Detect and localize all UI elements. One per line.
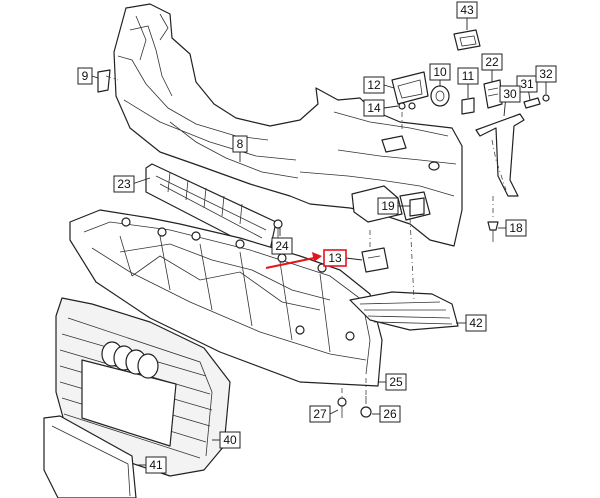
part-19-fixing	[409, 197, 425, 217]
part-41-plate-holder	[43, 415, 137, 498]
part-31-bolt	[523, 97, 541, 109]
svg-text:11: 11	[462, 69, 475, 83]
part-40-front-grille	[55, 297, 231, 477]
label-30: 30	[499, 85, 521, 103]
svg-text:13: 13	[328, 251, 342, 265]
svg-text:9: 9	[82, 69, 89, 83]
label-11: 11	[457, 67, 479, 85]
part-22-bracket	[483, 79, 503, 109]
label-32: 32	[535, 65, 557, 83]
part-30-side-bracket	[475, 113, 525, 197]
label-14: 14	[363, 99, 385, 117]
label-23: 23	[113, 175, 135, 193]
part-14-bolt	[398, 102, 416, 110]
part-12-cover	[391, 71, 429, 105]
svg-text:23: 23	[117, 177, 131, 191]
part-13-cover-clip	[361, 247, 389, 273]
label-27: 27	[309, 405, 331, 423]
part-24-screw	[273, 219, 283, 240]
svg-text:22: 22	[485, 55, 499, 69]
svg-text:32: 32	[539, 67, 553, 81]
label-22: 22	[481, 53, 503, 71]
part-9-clip	[97, 69, 111, 93]
svg-text:10: 10	[433, 65, 447, 79]
svg-text:19: 19	[381, 199, 395, 213]
label-13-highlighted: 13	[323, 249, 347, 267]
label-40: 40	[219, 431, 241, 449]
svg-text:30: 30	[503, 87, 517, 101]
svg-text:43: 43	[460, 3, 474, 17]
label-43: 43	[456, 1, 478, 19]
label-8: 8	[232, 135, 248, 153]
svg-text:18: 18	[509, 221, 523, 235]
svg-text:27: 27	[313, 407, 327, 421]
part-32-bolt	[542, 94, 550, 102]
svg-text:40: 40	[223, 433, 237, 447]
label-26: 26	[379, 405, 401, 423]
label-25: 25	[385, 373, 407, 391]
label-19: 19	[377, 197, 399, 215]
label-41: 41	[145, 456, 167, 474]
svg-text:14: 14	[367, 101, 381, 115]
part-10-washer	[430, 85, 450, 107]
label-42: 42	[465, 314, 487, 332]
part-11-nut	[461, 97, 475, 115]
svg-text:12: 12	[367, 78, 381, 92]
label-18: 18	[505, 219, 527, 237]
svg-text:26: 26	[383, 407, 397, 421]
part-43-trim	[453, 29, 481, 51]
label-12: 12	[363, 76, 385, 94]
svg-text:8: 8	[237, 137, 244, 151]
svg-text:42: 42	[469, 316, 483, 330]
part-26-screw	[360, 396, 372, 418]
label-10: 10	[429, 63, 451, 81]
label-9: 9	[77, 67, 93, 85]
label-31: 31	[516, 75, 538, 93]
part-18-screw	[487, 221, 499, 242]
label-24: 24	[271, 237, 293, 255]
highlight-arrow	[265, 252, 322, 269]
guide-lines	[105, 75, 494, 398]
part-8-strip	[169, 121, 299, 179]
part-42-side-grille	[349, 291, 459, 331]
svg-text:41: 41	[149, 458, 163, 472]
part-27-screw	[337, 397, 347, 418]
svg-text:25: 25	[389, 375, 403, 389]
svg-text:24: 24	[275, 239, 289, 253]
svg-text:31: 31	[520, 77, 534, 91]
